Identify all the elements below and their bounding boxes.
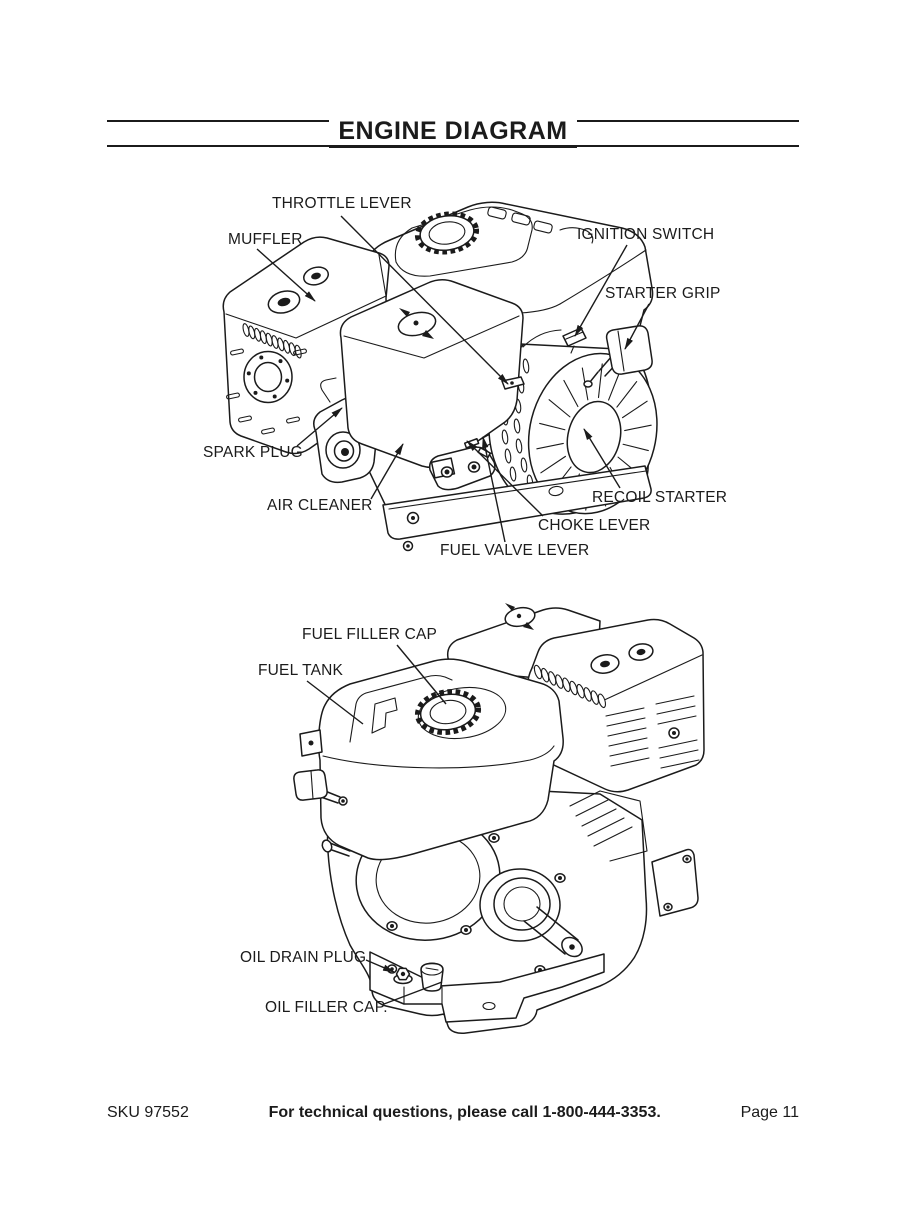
label-fuel-filler-cap: FUEL FILLER CAP (302, 626, 438, 643)
label-fuel-valve-lever: FUEL VALVE LEVER (440, 542, 590, 559)
label-throttle-lever: THROTTLE LEVER (272, 195, 412, 212)
footer-sku: SKU 97552 (107, 1104, 189, 1121)
label-fuel-tank: FUEL TANK (258, 662, 344, 679)
label-ignition-switch: IGNITION SWITCH (577, 226, 715, 243)
muffler-drawing-bottom (526, 618, 705, 793)
footer-support-text: For technical questions, please call 1-8… (268, 1104, 661, 1121)
air-cleaner-drawing (339, 279, 524, 469)
cylinder-fins-bottom (569, 790, 633, 847)
page-title: ENGINE DIAGRAM (329, 118, 577, 148)
engine-bottom-illustration (293, 603, 705, 1034)
label-oil-filler-cap: OIL FILLER CAP. (265, 999, 388, 1016)
label-choke-lever: CHOKE LEVER (538, 517, 651, 534)
oil-filler-cap-drawing (420, 962, 444, 992)
oil-drain-plug-drawing (393, 967, 413, 985)
leader-lines-bottom (306, 644, 447, 1005)
fuel-valve-knob-drawing (293, 769, 348, 806)
page-footer: SKU 97552 For technical questions, pleas… (107, 1104, 799, 1122)
label-spark-plug: SPARK PLUG (203, 444, 303, 461)
starter-grip-drawing (583, 325, 653, 388)
pto-shaft-drawing (479, 868, 583, 958)
label-air-cleaner: AIR CLEANER (267, 497, 373, 514)
page-title-wrap: ENGINE DIAGRAM (0, 118, 906, 148)
label-muffler: MUFFLER (228, 231, 303, 248)
leader-lines-top (256, 215, 650, 543)
label-recoil-starter: RECOIL STARTER (592, 489, 728, 506)
fuel-tank-drawing-bottom (299, 658, 564, 861)
label-oil-drain-plug: OIL DRAIN PLUG (240, 949, 367, 966)
engine-top-illustration (222, 201, 658, 552)
label-starter-grip: STARTER GRIP (605, 285, 721, 302)
footer-page-number: Page 11 (740, 1104, 799, 1121)
